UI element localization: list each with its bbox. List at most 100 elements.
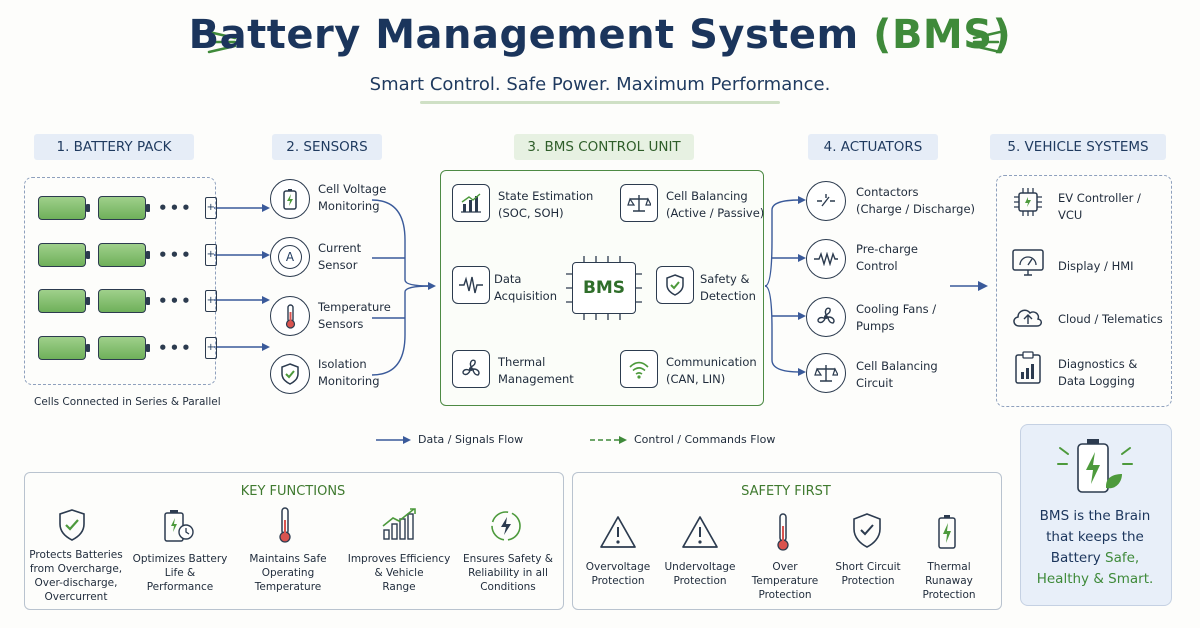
bms-module-label: Thermal Management [498, 355, 574, 386]
thermometer-icon [276, 506, 294, 548]
page-title: Battery Management System (BMS) [188, 12, 1012, 58]
battery-row: ••• + [38, 336, 217, 360]
section-label-bms-unit: 3. BMS CONTROL UNIT [514, 134, 694, 160]
section-label-battery-pack: 1. BATTERY PACK [34, 134, 194, 160]
safety-label: Short Circuit Protection [835, 561, 901, 587]
battery-cell-icon [38, 336, 90, 360]
key-function-label: Protects Batteries from Overcharge, Over… [29, 549, 123, 603]
actuator-label: Cell Balancing Circuit [856, 359, 938, 390]
vehicle-label: Diagnostics & Data Logging [1058, 357, 1138, 388]
chip-icon [1012, 186, 1044, 222]
bms-module-label: Communication (CAN, LIN) [666, 355, 757, 386]
safety-label: Over Temperature Protection [751, 561, 819, 601]
battery-cell-icon [98, 336, 150, 360]
warning-triangle-icon [680, 514, 720, 554]
battery-row: ••• + [38, 243, 217, 267]
decor-ticks-left [205, 26, 241, 60]
growth-chart-icon [380, 506, 420, 546]
gauge-display-icon [1011, 248, 1045, 282]
battery-clock-icon [162, 508, 196, 548]
battery-cell-icon [98, 196, 150, 220]
subtitle-underline [420, 101, 780, 104]
sensor-label: Isolation Monitoring [318, 357, 380, 388]
decor-ticks-right [968, 26, 1004, 60]
brain-word-highlight: Safe, [1105, 550, 1140, 566]
section-label-sensors: 2. SENSORS [272, 134, 382, 160]
warning-triangle-icon [598, 514, 638, 554]
vehicle-label: EV Controller / VCU [1058, 191, 1141, 222]
sensor-label: Cell Voltage Monitoring [318, 182, 387, 213]
section-label-vehicle: 5. VEHICLE SYSTEMS [990, 134, 1166, 160]
battery-row: ••• + [38, 289, 217, 313]
clipboard-chart-icon [1012, 350, 1044, 390]
battery-cell-icon [38, 243, 90, 267]
thermometer-icon [270, 296, 310, 336]
key-function-label: Ensures Safety & Reliability in all Cond… [463, 553, 553, 593]
battery-pack-caption: Cells Connected in Series & Parallel [34, 396, 221, 408]
key-functions-panel [24, 472, 564, 610]
ellipsis: ••• [158, 339, 193, 357]
battery-pack-panel [24, 177, 216, 385]
battery-cell-icon [98, 289, 150, 313]
sensor-label: Temperature Sensors [318, 300, 391, 331]
shield-check-icon [270, 354, 310, 394]
battery-end-icon: + [204, 337, 217, 359]
key-function-label: Improves Efficiency & Vehicle Range [347, 553, 451, 593]
safety-label: Undervoltage Protection [664, 561, 736, 587]
wifi-icon [620, 350, 658, 388]
balance-scale-icon [806, 353, 846, 393]
ellipsis: ••• [158, 246, 193, 264]
battery-leaf-icon [1056, 434, 1136, 504]
bms-chip: BMS [572, 262, 636, 314]
chip-pins-icon [566, 256, 642, 324]
battery-bolt-icon [270, 179, 310, 219]
fan-icon [806, 297, 846, 337]
bms-brain-text: BMS is the Brain that keeps the Battery … [1020, 506, 1170, 590]
fan-icon [452, 350, 490, 388]
key-function-label: Maintains Safe Operating Temperature [249, 553, 327, 593]
bms-module-label: Data Acquisition [494, 272, 557, 303]
shield-check-icon [850, 512, 884, 554]
battery-end-icon: + [204, 197, 217, 219]
resistor-icon [806, 239, 846, 279]
legend-data-flow: Data / Signals Flow [418, 433, 524, 446]
bar-chart-icon [452, 184, 490, 222]
ammeter-icon: A [270, 237, 310, 277]
actuator-label: Contactors (Charge / Discharge) [856, 185, 976, 216]
safety-label: Overvoltage Protection [585, 561, 651, 587]
battery-cell-icon [38, 289, 90, 313]
vehicle-systems-panel [996, 175, 1172, 407]
bms-module-label: Safety & Detection [700, 272, 756, 303]
shield-check-icon [56, 508, 88, 546]
bms-module-label: State Estimation (SOC, SOH) [498, 189, 594, 220]
page-subtitle: Smart Control. Safe Power. Maximum Perfo… [369, 74, 831, 95]
battery-row: ••• + [38, 196, 217, 220]
actuator-label: Pre-charge Control [856, 242, 918, 273]
battery-cell-icon [98, 243, 150, 267]
actuator-label: Cooling Fans / Pumps [856, 302, 937, 333]
battery-cell-icon [38, 196, 90, 220]
contactor-icon [806, 181, 846, 221]
balance-scale-icon [620, 184, 658, 222]
ellipsis: ••• [158, 199, 193, 217]
safety-first-heading: SAFETY FIRST [741, 484, 831, 499]
vehicle-label: Display / HMI [1058, 259, 1134, 273]
vehicle-label: Cloud / Telematics [1058, 312, 1163, 326]
thermometer-icon [774, 512, 792, 556]
key-function-label: Optimizes Battery Life & Performance [132, 553, 228, 593]
brain-line: that keeps the [1046, 529, 1144, 545]
battery-bolt-icon [936, 514, 958, 554]
ellipsis: ••• [158, 292, 193, 310]
waveform-icon [452, 266, 490, 304]
sensor-label: Current Sensor [318, 241, 362, 272]
shield-check-icon [656, 266, 694, 304]
battery-end-icon: + [204, 290, 217, 312]
legend-control-flow: Control / Commands Flow [634, 433, 776, 446]
key-functions-heading: KEY FUNCTIONS [240, 484, 346, 499]
brain-line: BMS is the Brain [1039, 508, 1151, 524]
brain-line: Healthy & Smart. [1036, 571, 1154, 587]
brain-line: Battery Safe, [1020, 548, 1170, 569]
section-label-actuators: 4. ACTUATORS [808, 134, 938, 160]
brain-word: Battery [1050, 550, 1106, 566]
bolt-cycle-icon [488, 508, 524, 548]
